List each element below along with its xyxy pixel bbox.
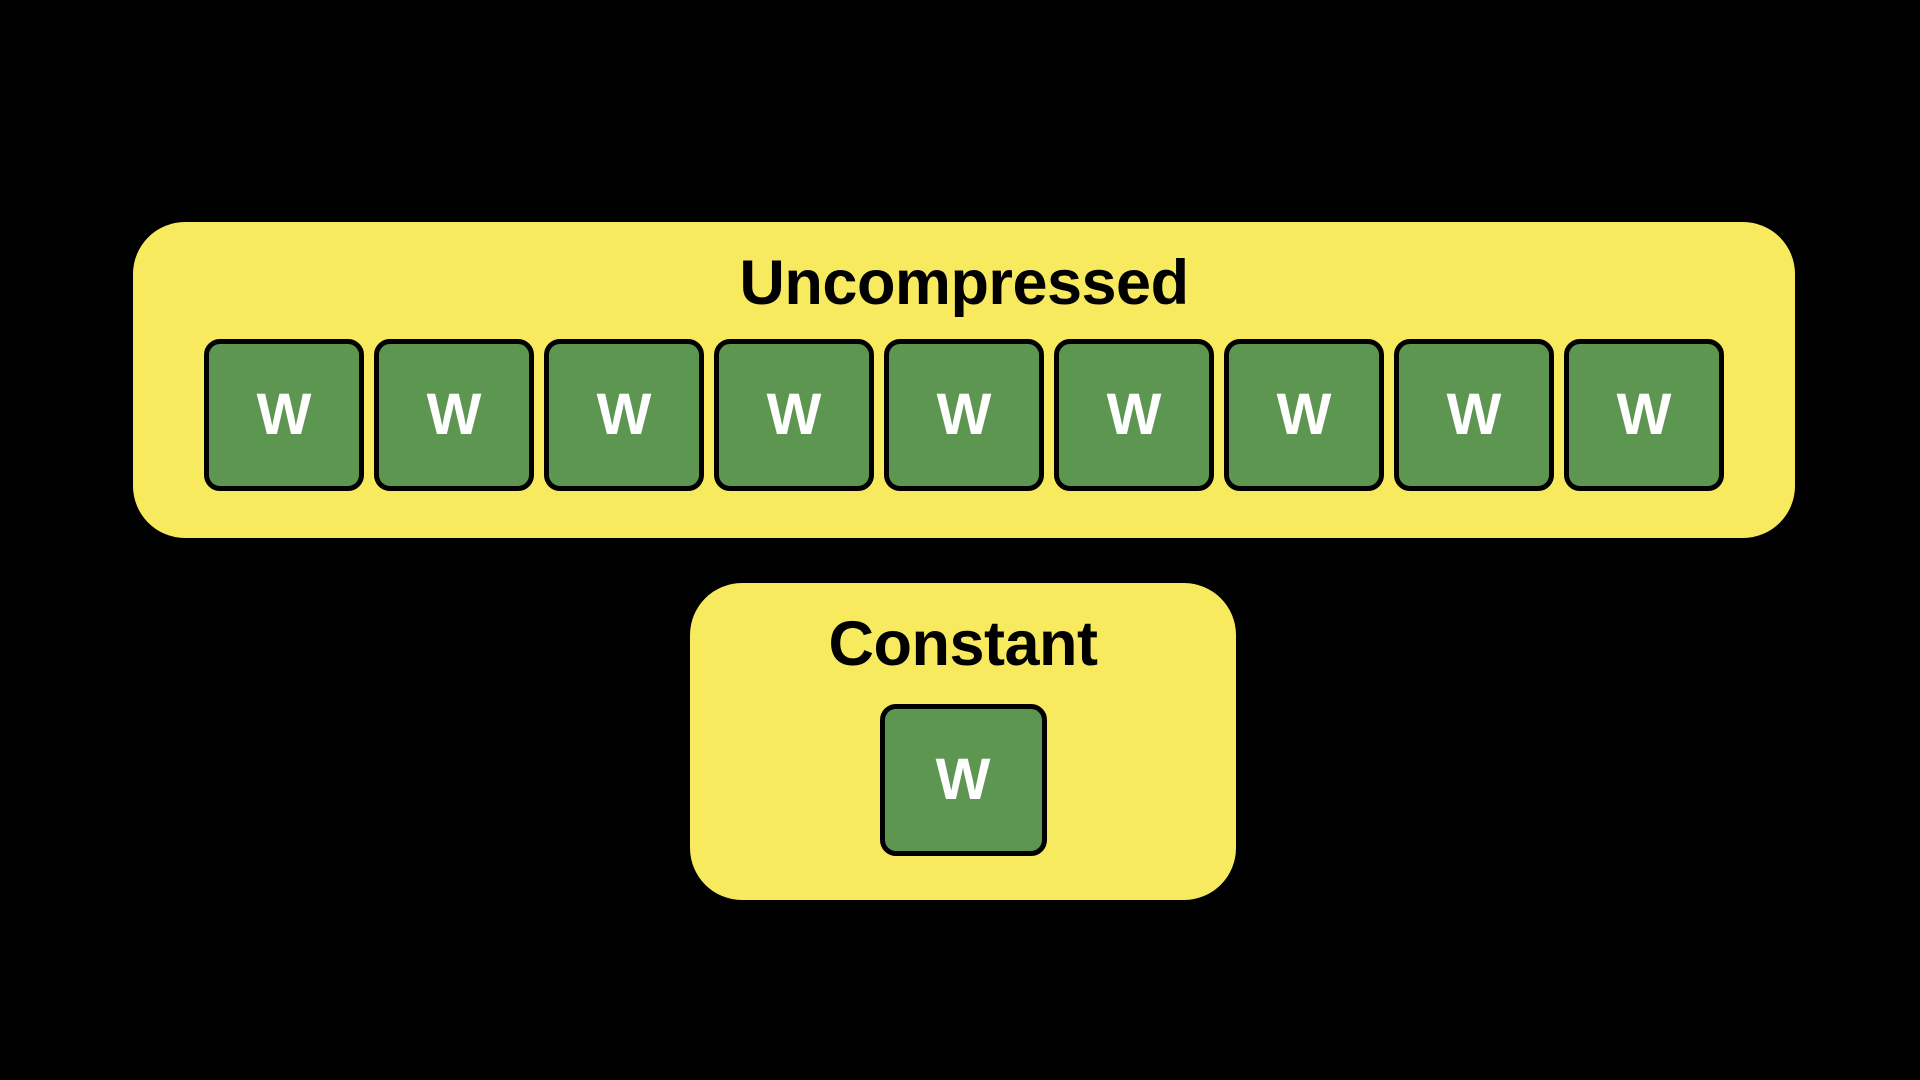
weight-tile: W xyxy=(879,704,1047,856)
weight-tile-label: W xyxy=(935,747,991,812)
weight-tile: W xyxy=(1564,339,1724,491)
weight-tile-label: W xyxy=(426,382,482,447)
weight-tile: W xyxy=(1394,339,1554,491)
weight-tile: W xyxy=(1224,339,1384,491)
weight-tile: W xyxy=(714,339,874,491)
weight-tile: W xyxy=(204,339,364,491)
weight-tile: W xyxy=(374,339,534,491)
group-title-uncompressed: Uncompressed xyxy=(739,248,1189,318)
weight-tile: W xyxy=(884,339,1044,491)
weight-tile-label: W xyxy=(1106,382,1162,447)
tile-row-uncompressed: W W W W W W W W W xyxy=(204,339,1724,491)
weight-tile-label: W xyxy=(1446,382,1502,447)
weight-tile-label: W xyxy=(596,382,652,447)
group-panel-constant: Constant W xyxy=(690,583,1236,900)
weight-tile: W xyxy=(544,339,704,491)
weight-tile-label: W xyxy=(1276,382,1332,447)
tile-row-constant: W xyxy=(879,704,1047,856)
weight-tile-label: W xyxy=(766,382,822,447)
group-panel-uncompressed: Uncompressed W W W W W W W xyxy=(133,222,1795,538)
weight-tile-label: W xyxy=(256,382,312,447)
weight-tile-label: W xyxy=(936,382,992,447)
group-title-constant: Constant xyxy=(828,609,1098,679)
weight-tile-label: W xyxy=(1616,382,1672,447)
weight-tile: W xyxy=(1054,339,1214,491)
